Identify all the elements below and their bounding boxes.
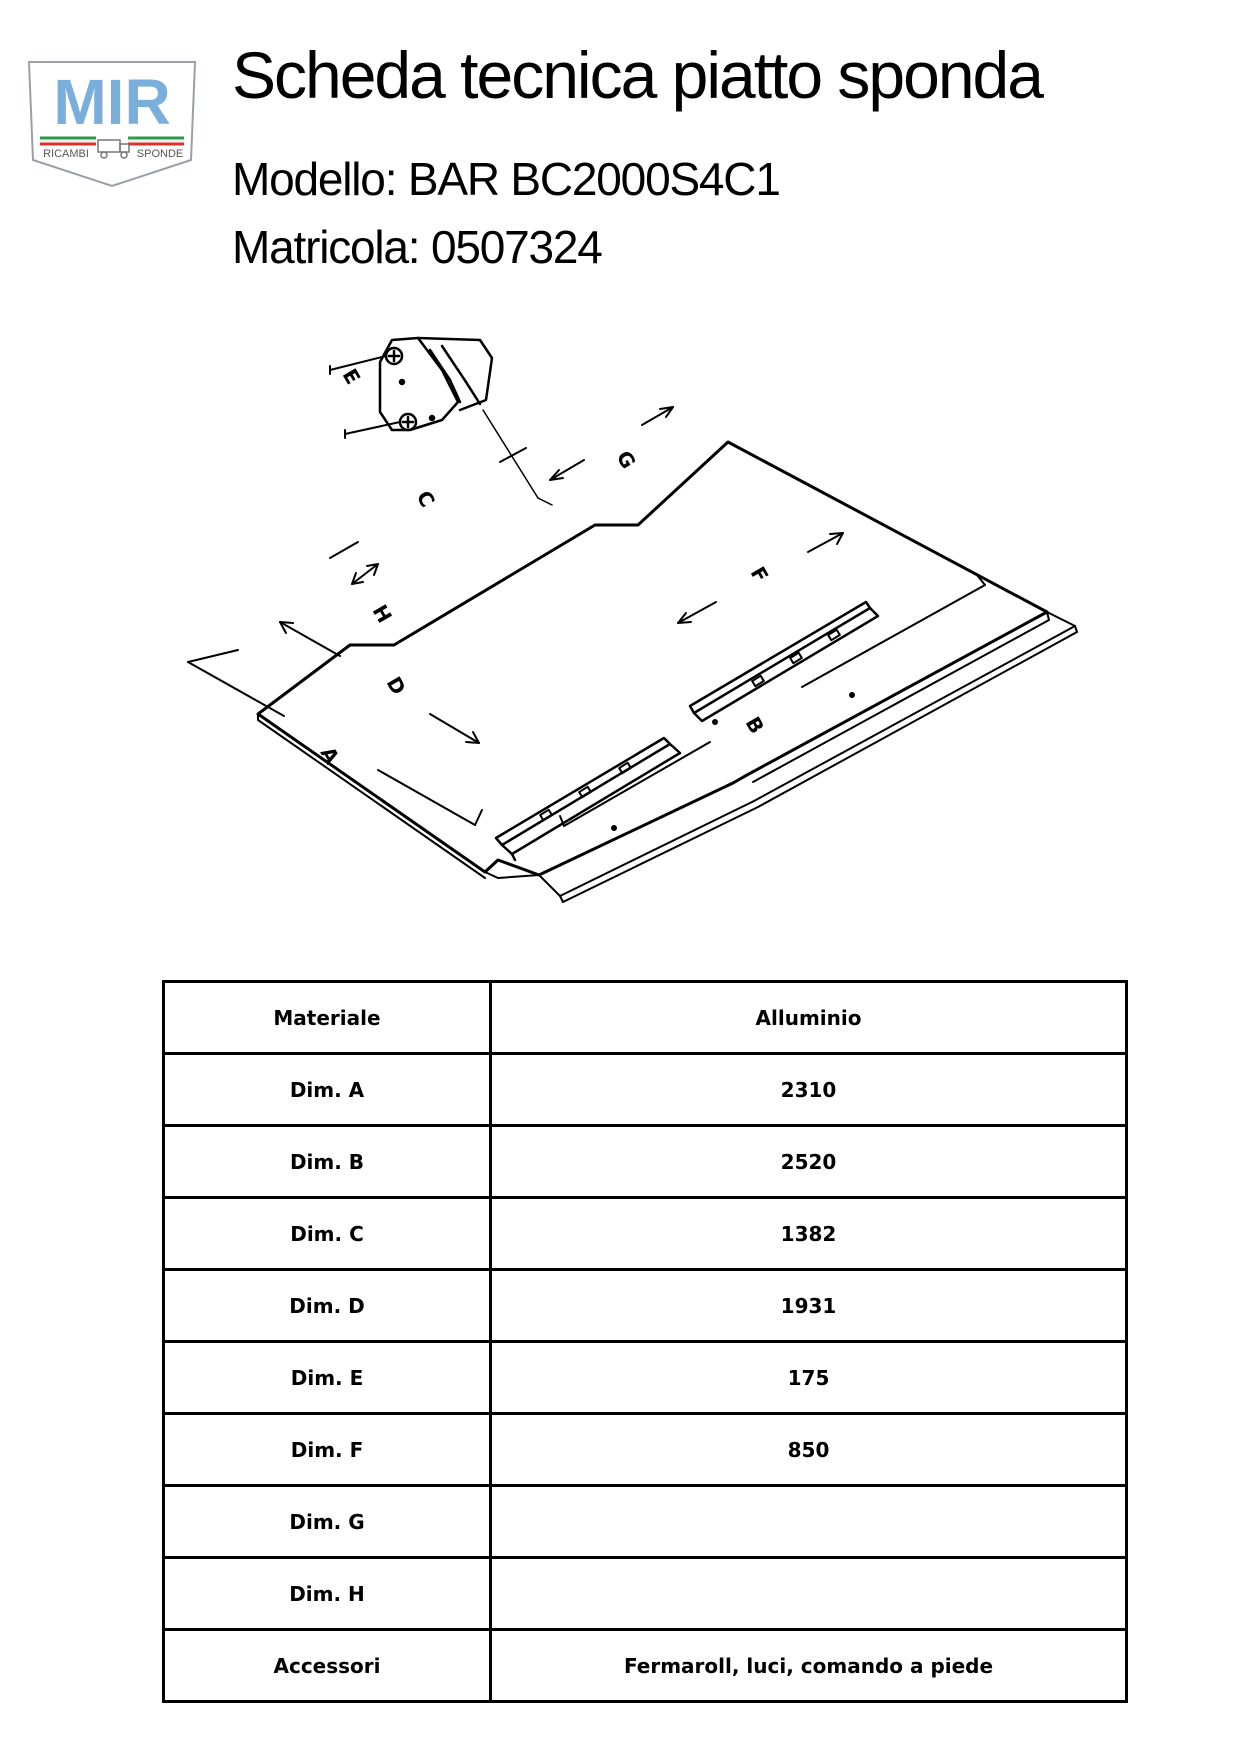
row-label: Dim. B xyxy=(162,1124,492,1199)
plate-outline xyxy=(256,440,1049,877)
row-label: Dim. C xyxy=(162,1196,492,1271)
spec-table: Materiale Alluminio Dim. A 2310 Dim. B 2… xyxy=(162,980,1128,1703)
row-value: 2310 xyxy=(489,1052,1128,1127)
hinge-bar-front xyxy=(494,736,682,862)
mir-logo: MIR RICAMBI SPONDE xyxy=(27,61,197,188)
platform-technical-drawing: E C G H F D B A xyxy=(187,336,1078,903)
table-row: Dim. D 1931 xyxy=(162,1268,1128,1343)
dim-label-h: H xyxy=(368,601,397,628)
row-label: Dim. H xyxy=(162,1556,492,1631)
hinge-holes xyxy=(539,628,841,822)
row-label: Dim. E xyxy=(162,1340,492,1415)
table-row: Dim. H xyxy=(162,1556,1128,1631)
row-label: Materiale xyxy=(162,980,492,1055)
dimension-e-lines xyxy=(329,355,401,439)
hinge-bar-rear xyxy=(688,600,880,723)
logo-right-word: SPONDE xyxy=(137,148,183,160)
row-label: Dim. F xyxy=(162,1412,492,1487)
row-value: 850 xyxy=(489,1412,1128,1487)
table-row: Dim. B 2520 xyxy=(162,1124,1128,1199)
row-label: Accessori xyxy=(162,1628,492,1703)
logo-truck-icon xyxy=(97,139,130,159)
dimension-g-arrows xyxy=(549,406,674,481)
serial-line: Matricola: 0507324 xyxy=(232,221,603,273)
dimension-d-arrows xyxy=(279,621,480,744)
dimension-h-arrows xyxy=(351,563,379,585)
logo-badge-outline xyxy=(27,61,197,188)
detail-bracket-view xyxy=(378,336,494,432)
table-row: Dim. A 2310 xyxy=(162,1052,1128,1127)
row-value xyxy=(489,1556,1128,1631)
row-label: Dim. G xyxy=(162,1484,492,1559)
logo-brand-text: MIR xyxy=(53,66,170,138)
dim-label-c: C xyxy=(412,487,440,512)
row-value: 1931 xyxy=(489,1268,1128,1343)
row-value: 175 xyxy=(489,1340,1128,1415)
dimension-f-arrows xyxy=(677,532,844,624)
dimension-a-lines xyxy=(187,649,483,826)
row-value: 2520 xyxy=(489,1124,1128,1199)
table-row: Materiale Alluminio xyxy=(162,980,1128,1055)
row-value: Alluminio xyxy=(489,980,1128,1055)
logo-left-word: RICAMBI xyxy=(43,148,89,160)
table-row: Accessori Fermaroll, luci, comando a pie… xyxy=(162,1628,1128,1703)
dim-label-d: D xyxy=(382,673,411,699)
rivet-dots xyxy=(611,692,855,831)
table-row: Dim. G xyxy=(162,1484,1128,1559)
table-row: Dim. C 1382 xyxy=(162,1196,1128,1271)
table-row: Dim. F 850 xyxy=(162,1412,1128,1487)
model-line: Modello: BAR BC2000S4C1 xyxy=(232,153,781,205)
row-value: Fermaroll, luci, comando a piede xyxy=(489,1628,1128,1703)
row-label: Dim. D xyxy=(162,1268,492,1343)
dim-label-b: B xyxy=(741,713,769,738)
plate-lower-edge xyxy=(257,611,1078,903)
page-title: Scheda tecnica piatto sponda xyxy=(232,38,1044,112)
detail-leader-line xyxy=(482,409,539,499)
dim-label-f: F xyxy=(746,563,774,587)
dimension-c-marks xyxy=(329,447,527,559)
table-row: Dim. E 175 xyxy=(162,1340,1128,1415)
dimension-b-lines xyxy=(559,574,986,827)
dim-label-g: G xyxy=(612,447,641,473)
row-label: Dim. A xyxy=(162,1052,492,1127)
row-value xyxy=(489,1484,1128,1559)
row-value: 1382 xyxy=(489,1196,1128,1271)
